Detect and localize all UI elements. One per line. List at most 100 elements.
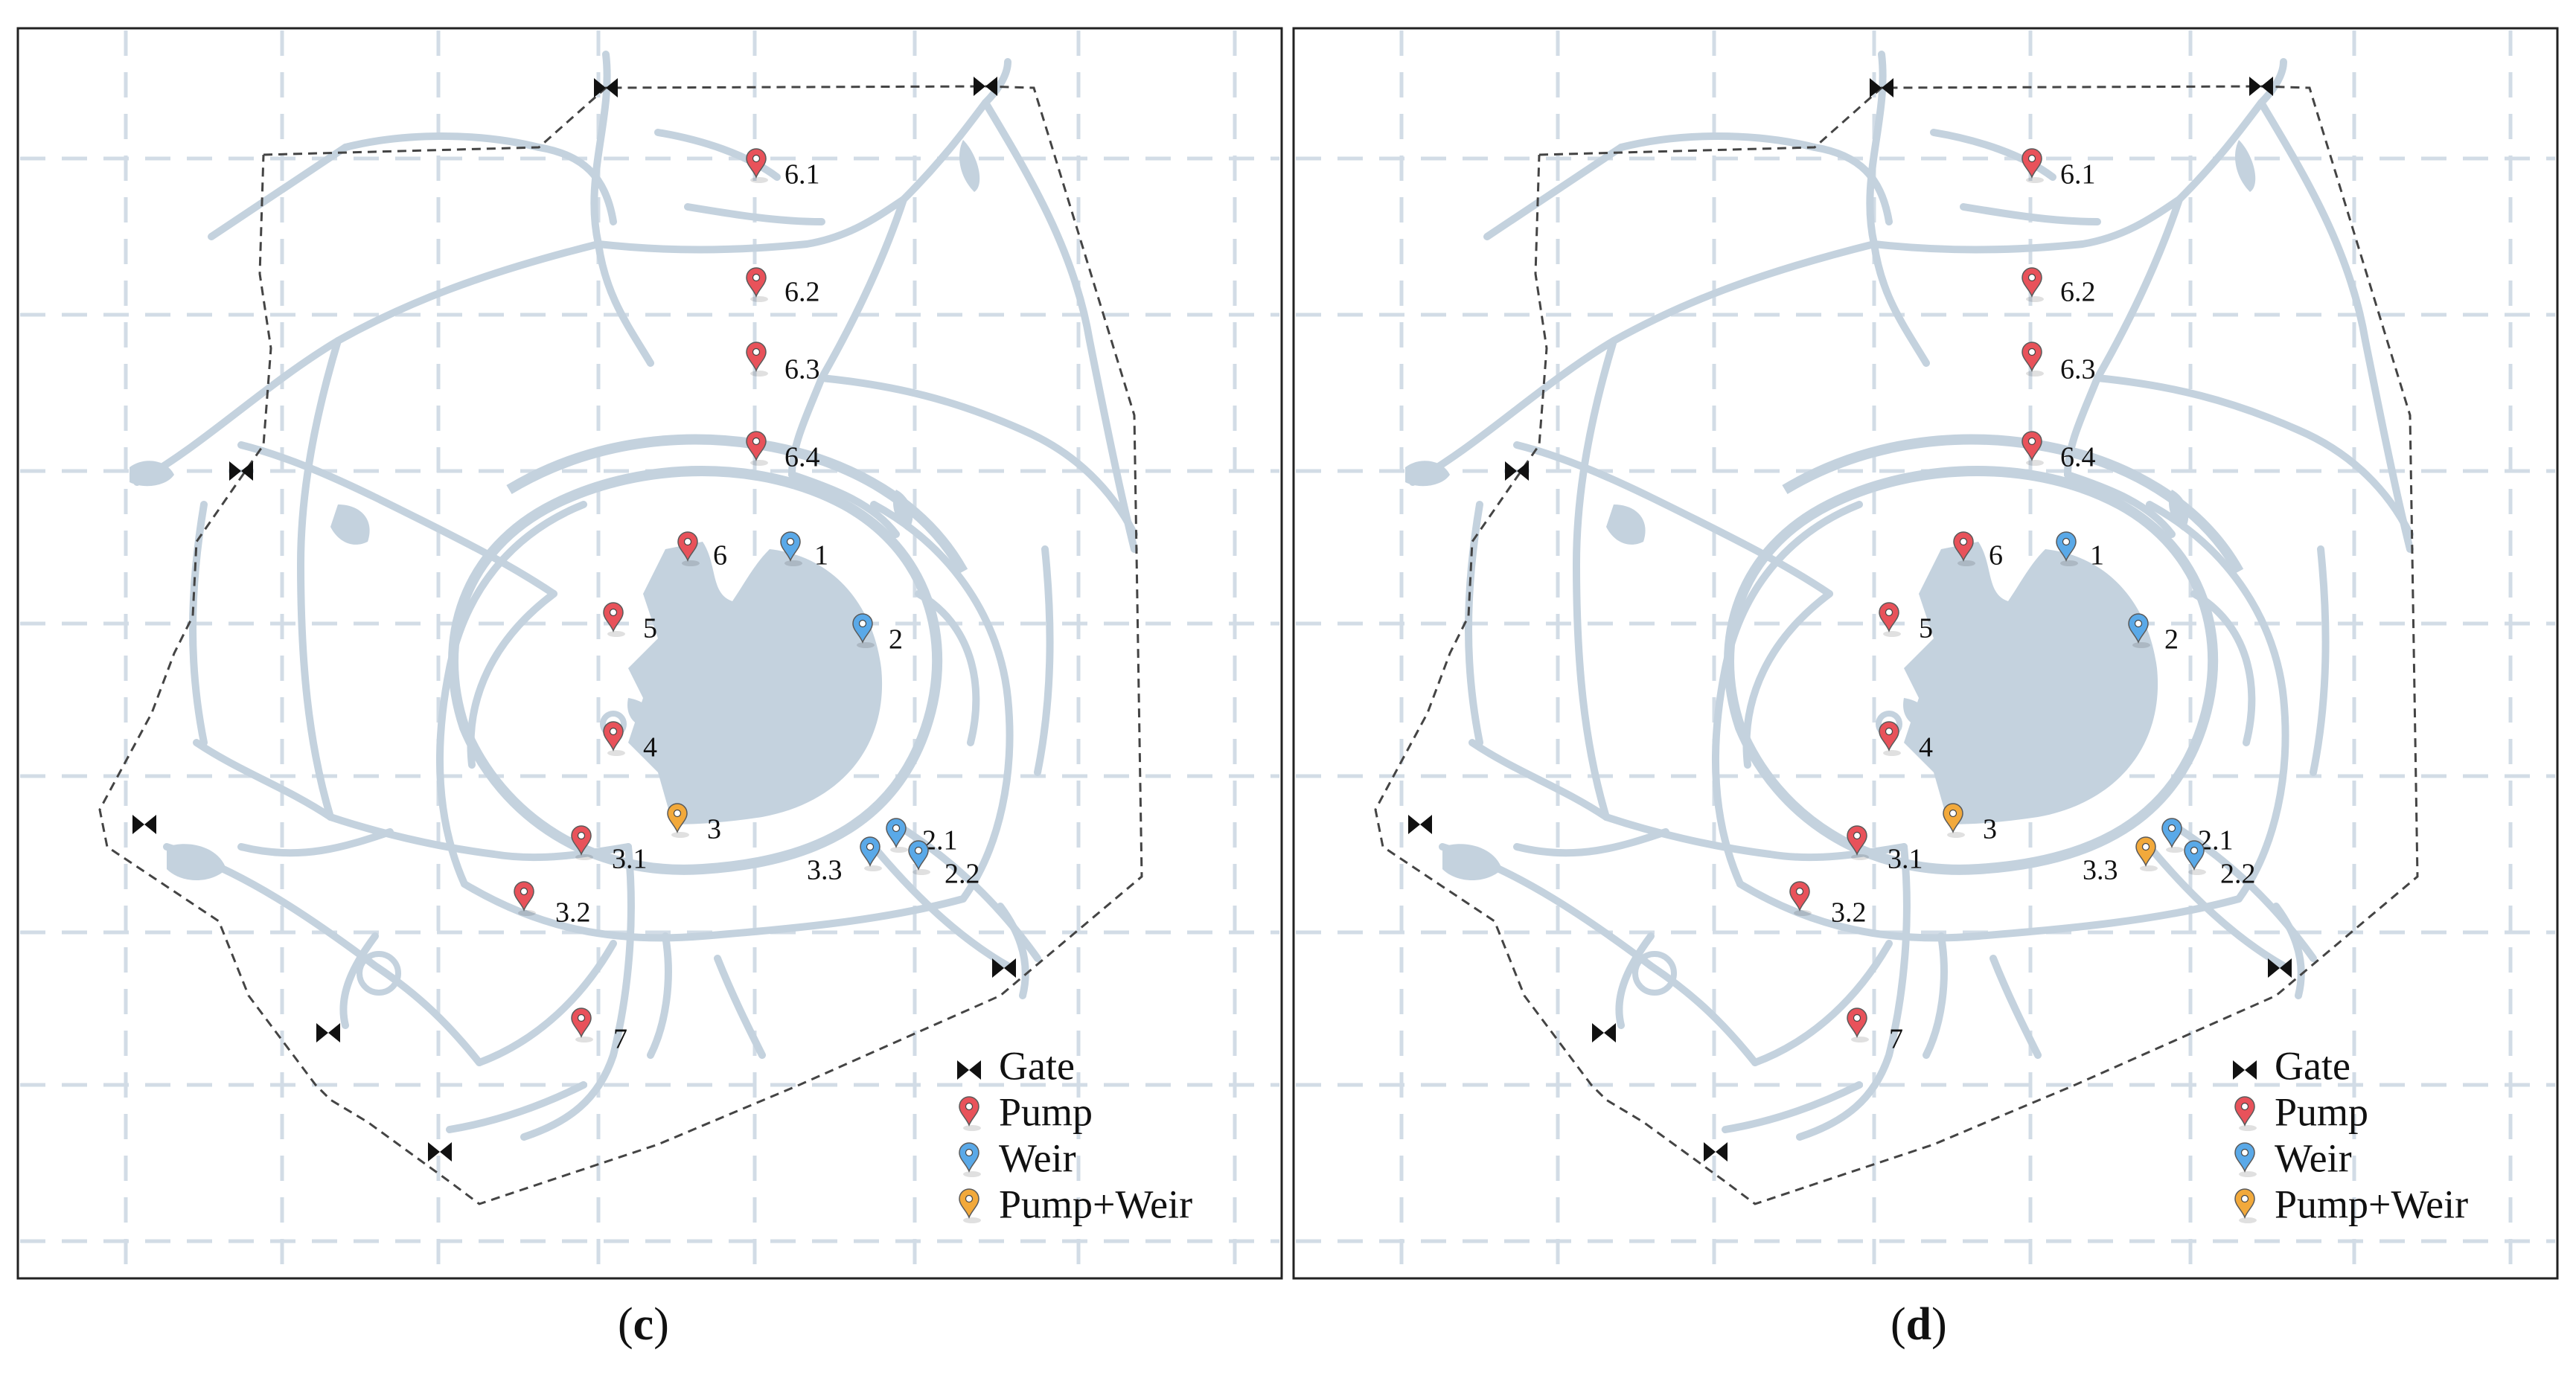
ring-channel [448, 466, 943, 875]
river-channel [520, 843, 635, 1141]
river-channel [892, 821, 1041, 962]
river-channel [647, 932, 672, 1059]
gate-icon [229, 461, 253, 481]
pump-weir-marker-icon [1943, 803, 1965, 838]
marker-label: 5 [643, 613, 657, 644]
pump-marker-icon [1847, 1008, 1869, 1042]
lake [130, 461, 174, 487]
pond [1632, 951, 1677, 996]
caption-open: ( [1891, 1299, 1906, 1350]
river-channel [982, 99, 1138, 553]
pump-weir-marker-icon [667, 803, 689, 838]
river-channel [461, 880, 967, 942]
pump-marker-icon [1879, 721, 1901, 756]
pump-marker-icon [746, 342, 768, 377]
marker-label: 7 [613, 1024, 627, 1055]
lake [330, 504, 370, 545]
weir-marker-icon [860, 836, 882, 871]
caption-letter: d [1905, 1299, 1932, 1350]
weir-marker-icon [780, 531, 802, 566]
lake [1904, 542, 2158, 824]
pond [357, 951, 401, 996]
ring-channel [1724, 466, 2219, 875]
river-channel [1870, 196, 2183, 254]
gate-icon [2268, 958, 2292, 978]
gate-icon [992, 958, 1016, 978]
river-channel [595, 196, 907, 254]
caption-close: ) [653, 1299, 669, 1350]
river-channel [193, 739, 334, 821]
pump-marker-icon [2022, 267, 2044, 302]
marker-label: 2.2 [2220, 859, 2256, 890]
marker-label: 2 [889, 624, 903, 656]
marker-label: 6.1 [784, 159, 820, 190]
pump-weir-legend-icon [2234, 1188, 2257, 1223]
pump-marker-icon [746, 148, 768, 183]
pump-marker-icon [746, 267, 768, 302]
boundary-line [1374, 85, 2419, 1205]
gate-icon [594, 78, 618, 97]
weir-legend-icon [2234, 1142, 2257, 1177]
river-network [130, 51, 1138, 1141]
marker-label: 3.1 [612, 844, 648, 875]
river-channel [339, 932, 379, 1029]
gate-icon [957, 1060, 981, 1080]
river-channel [1468, 739, 1610, 821]
river-channel [237, 828, 394, 857]
river-channel [1034, 545, 1054, 776]
river-channel [2146, 843, 2287, 970]
river-channel [2257, 99, 2414, 553]
marker-label: 3.2 [1831, 897, 1867, 929]
river-channel [2176, 58, 2287, 203]
lake [1606, 504, 1646, 545]
river-channel [997, 903, 1029, 999]
weir-marker-icon [2128, 613, 2150, 648]
marker-label: 3.1 [1888, 844, 1923, 875]
marker-label: 3 [707, 814, 721, 845]
river-channel [1866, 51, 1930, 367]
pump-legend-icon [959, 1096, 981, 1131]
panel-caption-d: (d) [1891, 1298, 1947, 1351]
river-channel [1617, 132, 1893, 225]
marker-label: 6.3 [784, 354, 820, 385]
legend-label-weir: Weir [999, 1135, 1076, 1180]
weir-marker-icon [2161, 818, 2184, 853]
river-channel [788, 196, 907, 478]
gate-icon [2249, 77, 2273, 96]
gate-icon [1592, 1023, 1616, 1042]
river-channel [1751, 940, 1893, 1066]
study-area-boundary [98, 85, 1143, 1205]
legend-label-pump-weir: Pump+Weir [999, 1182, 1192, 1226]
legend-label-gate: Gate [2275, 1043, 2350, 1088]
gate-icon [1505, 461, 1529, 481]
legend-label-pump-weir: Pump+Weir [2275, 1182, 2468, 1226]
river-channel [654, 129, 781, 181]
marker-label: 6.4 [2060, 442, 2096, 473]
river-channel [1960, 203, 2101, 225]
pump-marker-icon [2022, 148, 2044, 183]
marker-label: 6 [713, 540, 727, 571]
marker-label: 4 [643, 732, 657, 763]
lake [892, 490, 913, 531]
panel-caption-c: (c) [618, 1298, 669, 1351]
river-network [1405, 51, 2414, 1141]
weir-marker-icon [2184, 840, 2206, 875]
river-channel [2272, 903, 2305, 999]
caption-open: ( [618, 1299, 633, 1350]
lake [167, 844, 226, 880]
river-channel [2146, 501, 2289, 903]
marker-label: 6.4 [784, 442, 820, 473]
gate-icon [1408, 815, 1432, 834]
river-channel [900, 58, 1011, 203]
river-channel [1722, 1081, 1863, 1133]
marker-label: 6.2 [784, 277, 820, 308]
river-channel [2064, 196, 2183, 478]
river-channel [714, 955, 766, 1059]
river-channel [684, 203, 825, 225]
legend-label-pump: Pump [2275, 1089, 2368, 1134]
